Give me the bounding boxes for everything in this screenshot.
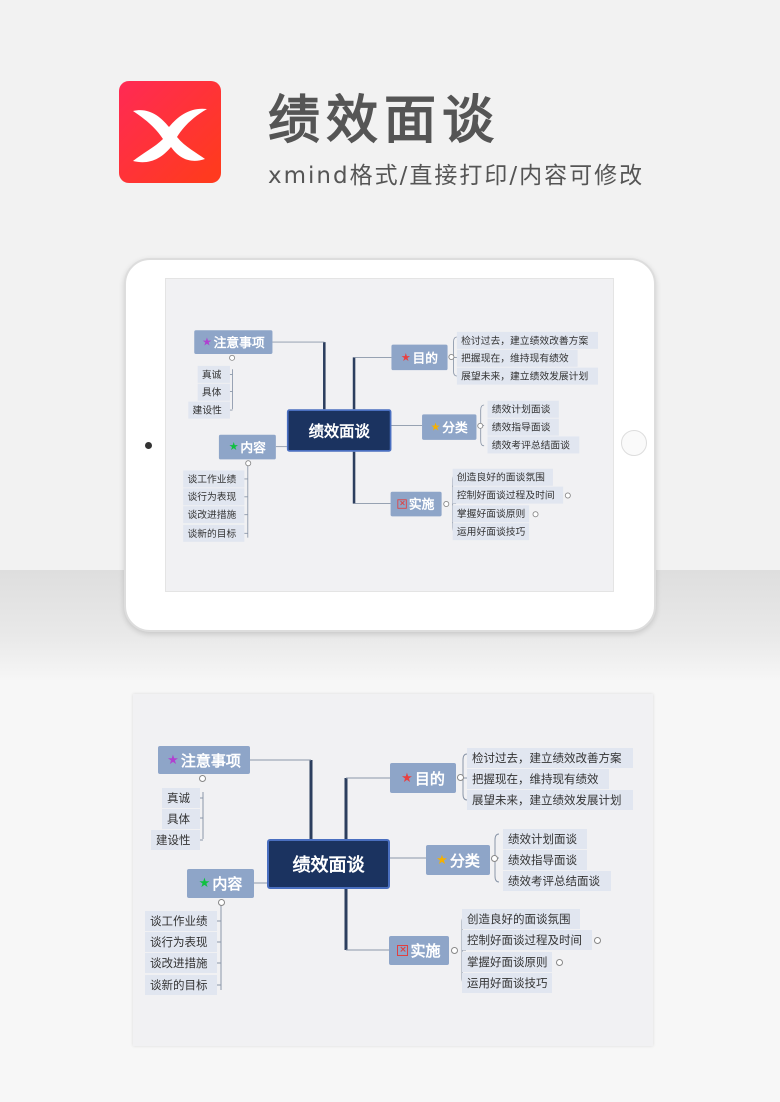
leaf-node[interactable]: 掌握好面谈原则: [452, 505, 530, 523]
attachment-marker[interactable]: [532, 511, 539, 518]
topic-label: 实施: [410, 942, 441, 960]
central-topic[interactable]: 绩效面谈: [267, 839, 390, 889]
topic-label: 目的: [412, 350, 439, 366]
leaf-node[interactable]: 展望未来，建立绩效发展计划: [467, 790, 633, 810]
leaf-node[interactable]: 谈工作业绩: [183, 470, 245, 488]
topic-category[interactable]: ★分类: [426, 845, 490, 875]
leaf-node[interactable]: 控制好面谈过程及时间: [462, 930, 592, 950]
leaf-node[interactable]: 运用好面谈技巧: [462, 973, 552, 993]
leaf-node[interactable]: 展望未来，建立绩效发展计划: [456, 367, 598, 385]
topic-content[interactable]: ★内容: [187, 869, 254, 898]
leaf-node[interactable]: 绩效计划面谈: [487, 400, 559, 418]
mindmap-panel: 绩效面谈 ★注意事项 真诚 具体 建设性 ★内容 谈工作业绩 谈行为表现 谈改进…: [133, 694, 653, 1046]
collapse-toggle[interactable]: [229, 354, 236, 361]
red-box-icon: ×: [397, 499, 408, 509]
collapse-toggle[interactable]: [199, 775, 206, 782]
tablet-mockup: 绩效面谈 ★注意事项 真诚 具体 建设性 ★内容 谈工作业绩 谈行为表现 谈改进…: [124, 258, 656, 632]
xmind-logo: [119, 81, 221, 183]
topic-implement[interactable]: ×实施: [389, 936, 449, 965]
leaf-node[interactable]: 真诚: [162, 788, 200, 808]
topic-purpose[interactable]: ★目的: [390, 763, 456, 793]
leaf-node[interactable]: 谈新的目标: [145, 975, 217, 995]
attachment-marker[interactable]: [556, 959, 563, 966]
leaf-node[interactable]: 建设性: [188, 401, 230, 419]
topic-notes[interactable]: ★注意事项: [158, 746, 250, 774]
leaf-node[interactable]: 把握现在，维持现有绩效: [467, 769, 609, 789]
collapse-toggle[interactable]: [451, 947, 458, 954]
leaf-node[interactable]: 谈新的目标: [183, 524, 245, 542]
leaf-node[interactable]: 掌握好面谈原则: [462, 952, 552, 972]
topic-content[interactable]: ★内容: [218, 434, 276, 460]
leaf-node[interactable]: 把握现在，维持现有绩效: [456, 349, 578, 367]
connector-lines: [199, 753, 500, 990]
leaf-node[interactable]: 绩效考评总结面谈: [503, 871, 611, 891]
mindmap: 绩效面谈 ★注意事项 真诚 具体 建设性 ★内容 谈工作业绩 谈行为表现 谈改进…: [133, 694, 653, 1046]
red-star-icon: ★: [401, 770, 413, 786]
leaf-node[interactable]: 检讨过去，建立绩效改善方案: [456, 331, 598, 349]
leaf-node[interactable]: 绩效考评总结面谈: [487, 436, 580, 454]
leaf-node[interactable]: 具体: [197, 383, 230, 401]
leaf-node[interactable]: 控制好面谈过程及时间: [452, 486, 564, 504]
purple-star-icon: ★: [202, 335, 212, 349]
leaf-node[interactable]: 谈行为表现: [183, 488, 245, 506]
leaf-node[interactable]: 谈行为表现: [145, 932, 217, 952]
leaf-node[interactable]: 谈工作业绩: [145, 911, 217, 931]
topic-label: 实施: [408, 496, 435, 513]
leaf-node[interactable]: 具体: [162, 809, 200, 829]
tablet-screen: 绩效面谈 ★注意事项 真诚 具体 建设性 ★内容 谈工作业绩 谈行为表现 谈改进…: [165, 278, 614, 592]
red-star-icon: ★: [400, 351, 411, 364]
attachment-marker[interactable]: [564, 492, 571, 499]
topic-purpose[interactable]: ★目的: [391, 344, 448, 371]
page-subtitle: xmind格式/直接打印/内容可修改: [268, 163, 645, 189]
collapse-toggle[interactable]: [491, 855, 498, 862]
collapse-toggle[interactable]: [477, 422, 484, 429]
topic-label: 内容: [212, 875, 243, 893]
topic-label: 内容: [240, 439, 266, 456]
collapse-toggle[interactable]: [245, 460, 252, 467]
leaf-node[interactable]: 建设性: [151, 830, 200, 850]
topic-label: 目的: [414, 769, 445, 788]
leaf-node[interactable]: 绩效计划面谈: [503, 829, 587, 849]
leaf-node[interactable]: 绩效指导面谈: [487, 418, 559, 436]
green-star-icon: ★: [198, 876, 211, 891]
topic-label: 注意事项: [180, 751, 241, 770]
collapse-toggle[interactable]: [448, 354, 455, 360]
leaf-node[interactable]: 谈改进措施: [145, 953, 217, 973]
leaf-node[interactable]: 谈改进措施: [183, 506, 245, 524]
topic-implement[interactable]: ×实施: [390, 491, 442, 517]
leaf-node[interactable]: 绩效指导面谈: [503, 850, 587, 870]
central-topic[interactable]: 绩效面谈: [286, 409, 392, 452]
topic-label: 分类: [449, 851, 480, 870]
leaf-node[interactable]: 检讨过去，建立绩效改善方案: [467, 748, 633, 768]
leaf-node[interactable]: 创造良好的面谈氛围: [452, 468, 553, 486]
topic-label: 注意事项: [213, 334, 265, 351]
connector-lines: [229, 336, 485, 538]
attachment-marker[interactable]: [594, 937, 601, 944]
orange-star-icon: ★: [430, 420, 441, 434]
leaf-node[interactable]: 真诚: [197, 365, 230, 383]
mindmap-preview: 绩效面谈 ★注意事项 真诚 具体 建设性 ★内容 谈工作业绩 谈行为表现 谈改进…: [173, 286, 613, 585]
leaf-node[interactable]: 运用好面谈技巧: [452, 523, 530, 541]
topic-notes[interactable]: ★注意事项: [194, 330, 273, 354]
collapse-toggle[interactable]: [218, 899, 225, 906]
collapse-toggle[interactable]: [443, 501, 450, 507]
home-button: [621, 430, 647, 456]
page-title: 绩效面谈: [268, 91, 501, 151]
collapse-toggle[interactable]: [457, 774, 464, 781]
topic-label: 分类: [442, 419, 468, 436]
leaf-node[interactable]: 创造良好的面谈氛围: [462, 909, 580, 929]
purple-star-icon: ★: [167, 752, 179, 768]
topic-category[interactable]: ★分类: [422, 414, 477, 440]
green-star-icon: ★: [228, 440, 239, 454]
orange-star-icon: ★: [436, 852, 448, 868]
red-box-icon: ×: [397, 945, 409, 956]
camera-icon: [145, 442, 152, 449]
